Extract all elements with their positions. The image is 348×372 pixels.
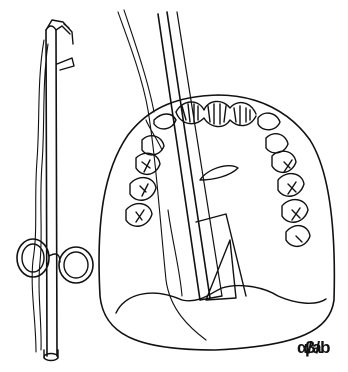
panel-label-b: β/b	[305, 339, 345, 356]
instrument-tip	[44, 350, 58, 361]
instrument-panel	[17, 20, 93, 361]
palate-panel	[99, 10, 334, 350]
instrument-hook	[46, 20, 74, 70]
instrument-finger-rings	[17, 239, 93, 283]
right-dental-arch	[266, 134, 310, 247]
inserted-instrument	[158, 12, 246, 300]
thread-end	[168, 210, 182, 296]
palate-outline	[99, 95, 334, 350]
ligature-wire-b	[118, 10, 206, 340]
instrument-shaft	[46, 26, 57, 356]
left-dental-arch	[126, 136, 164, 227]
